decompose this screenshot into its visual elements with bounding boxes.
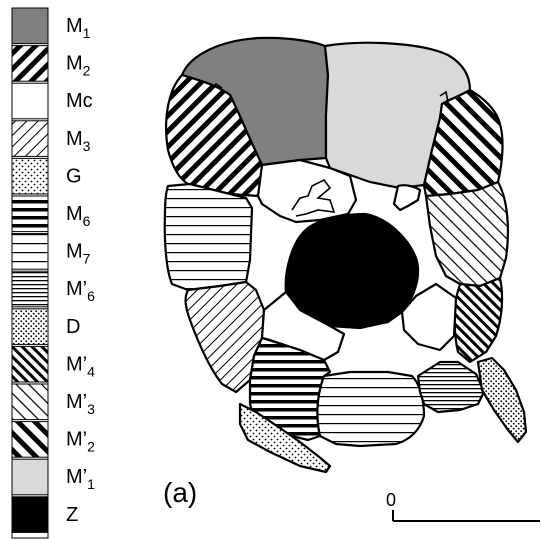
skull-outline (165, 38, 526, 472)
legend-label-m4p: M’4 (66, 353, 95, 379)
scale-bar: 0 (386, 490, 540, 521)
bone-m-prime-6 (418, 362, 484, 412)
scale-bar-label: 0 (386, 490, 396, 510)
legend-label-m1: M1 (66, 15, 91, 41)
bone-mc (394, 185, 420, 210)
bone-m6 (165, 184, 252, 290)
legend-swatch-m4p (12, 346, 48, 382)
legend-label-m6p: M’6 (66, 278, 95, 304)
legend-label-m6: M6 (66, 203, 91, 229)
legend-label-m3p: M’3 (66, 391, 95, 417)
legend-swatch-d (12, 309, 48, 345)
bone-m7 (317, 372, 424, 446)
legend-swatch-g (12, 158, 48, 194)
legend-swatch-m2p (12, 422, 48, 458)
legend-swatch-m6p (12, 271, 48, 307)
legend-swatch-m6 (12, 196, 48, 232)
legend-swatch-m3p (12, 384, 48, 420)
bone-m-prime-4 (455, 278, 502, 362)
legend-label-d: D (66, 316, 80, 338)
legend-label-mc: Mc (66, 90, 93, 112)
legend-swatch-m7 (12, 234, 48, 270)
bone-m-prime-3 (426, 182, 508, 286)
legend-swatch-m2 (12, 46, 48, 82)
legend-label-m1p: M’1 (66, 466, 95, 492)
legend-label-m3: M3 (66, 128, 91, 154)
bone-z (286, 214, 418, 328)
bone-d (478, 358, 526, 442)
legend-swatch-m1 (12, 8, 48, 44)
legend-label-z: Z (66, 504, 78, 526)
legend-label-g: G (66, 165, 82, 187)
panel-label: (a) (163, 477, 197, 508)
legend-label-m2p: M’2 (66, 429, 95, 455)
legend-label-m7: M7 (66, 241, 91, 267)
legend-swatch-mc (12, 83, 48, 119)
legend-swatch-z (12, 497, 48, 533)
legend-label-m2: M2 (66, 53, 91, 79)
legend-swatch-m1p (12, 459, 48, 495)
legend-swatch-m3 (12, 121, 48, 157)
